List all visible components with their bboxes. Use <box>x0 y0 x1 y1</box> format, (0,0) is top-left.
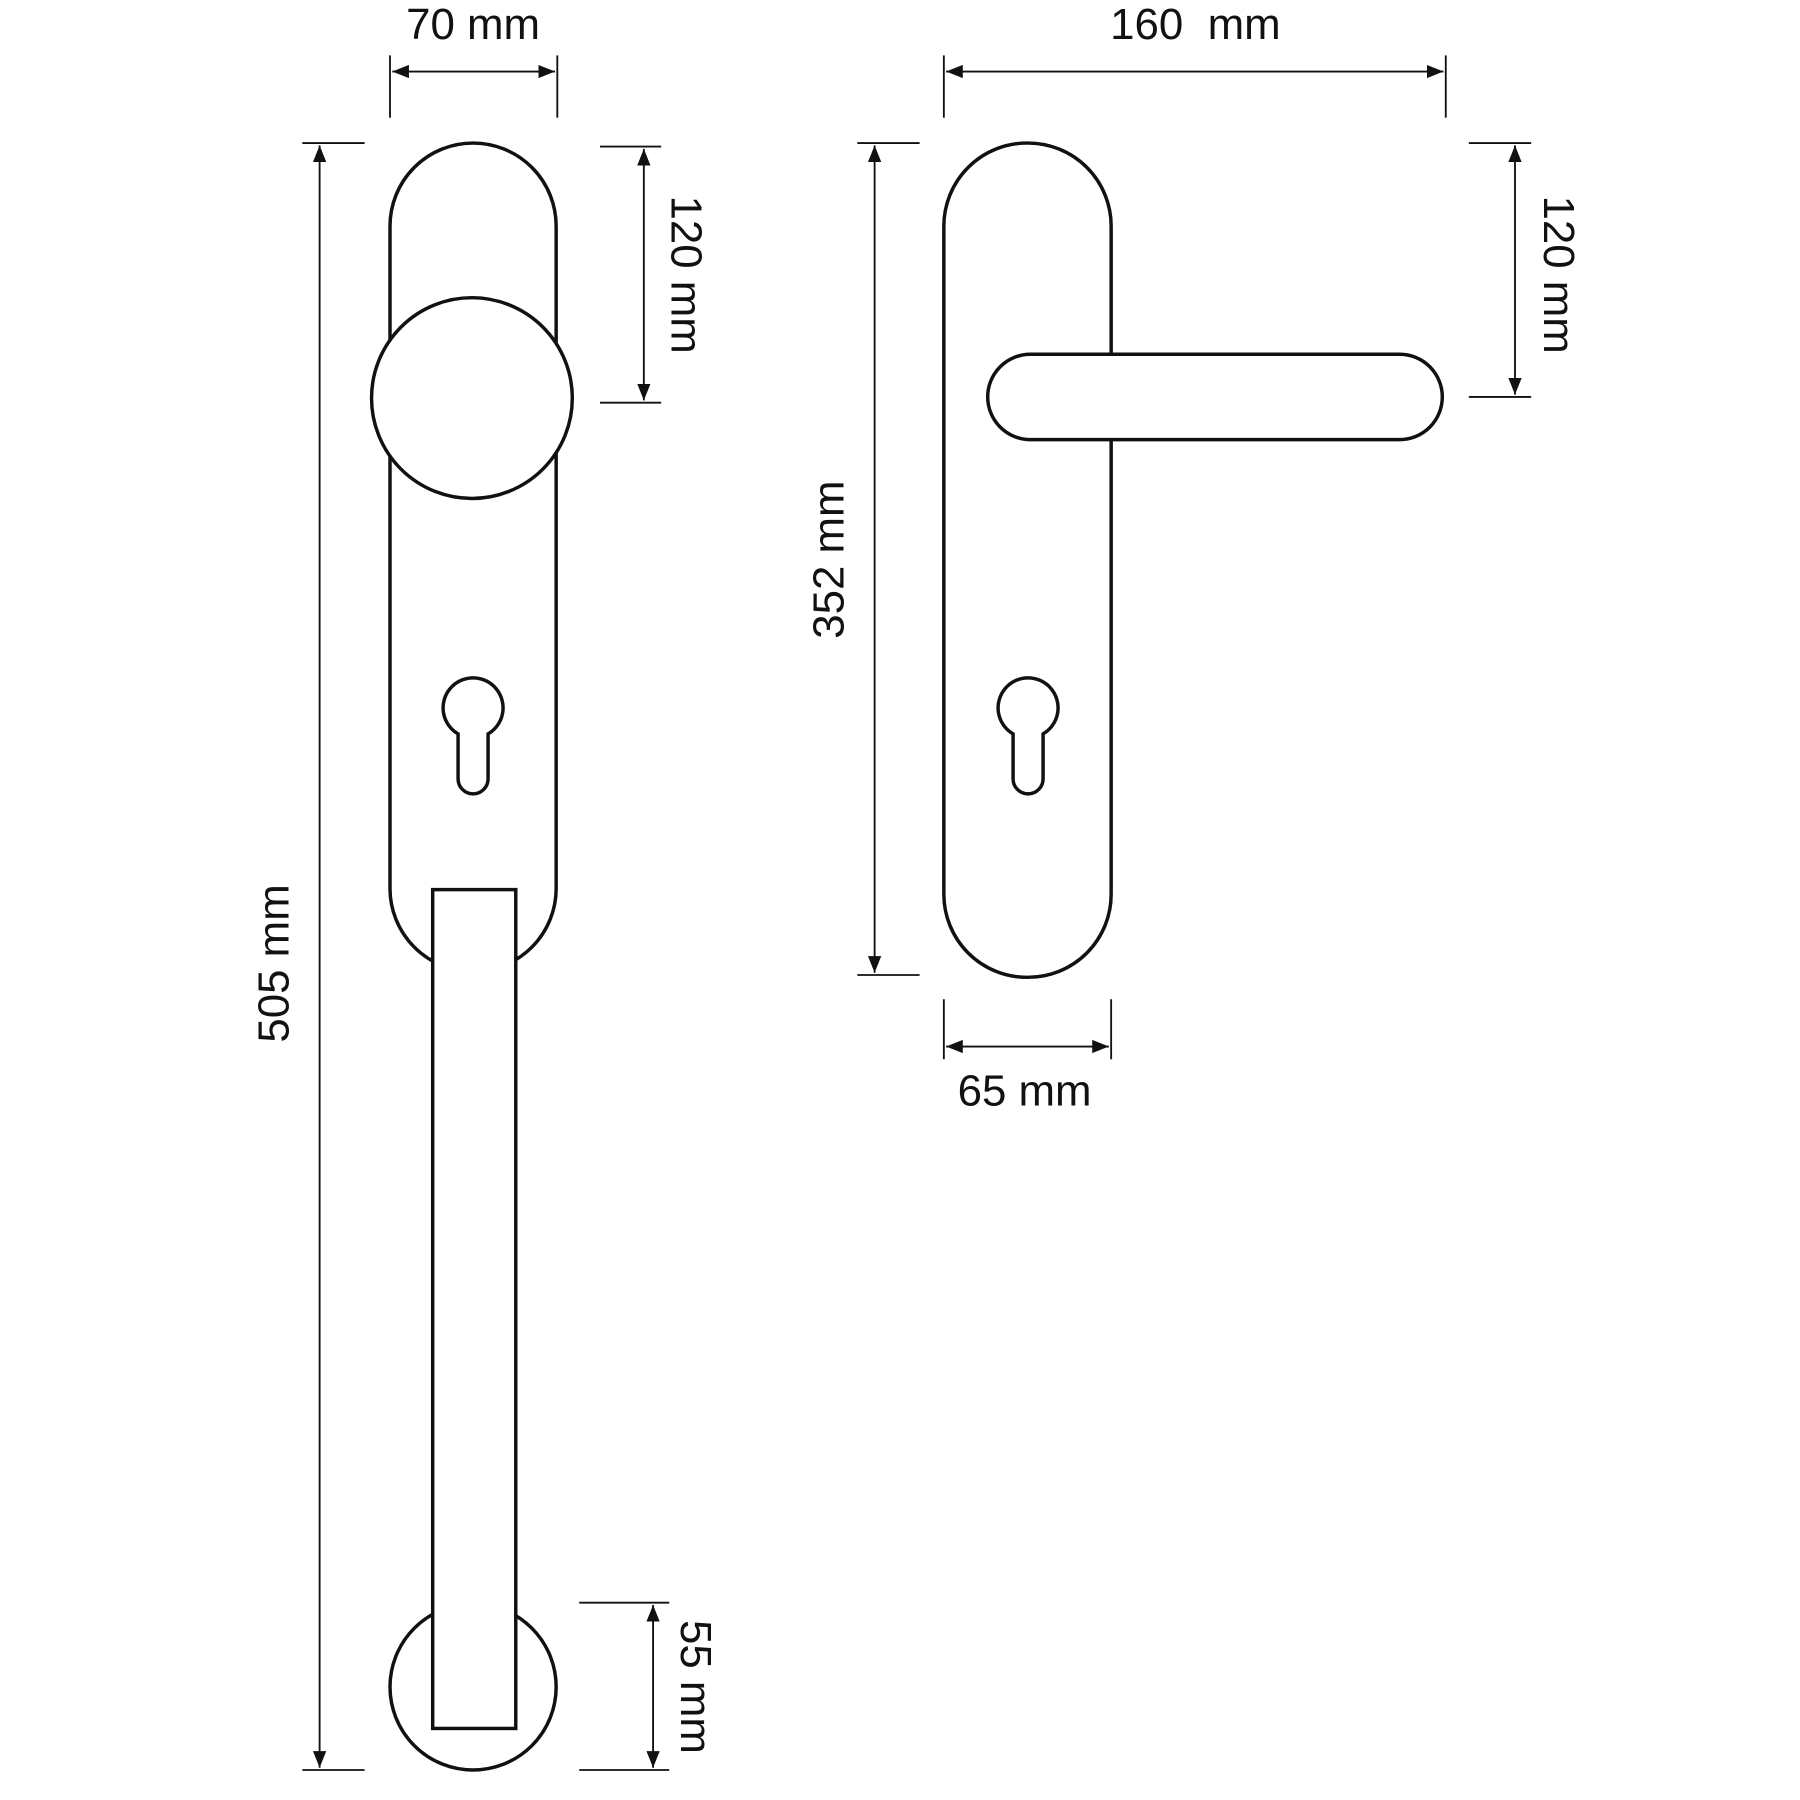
dim-label: 65 mm <box>958 1066 1092 1115</box>
dim-right-lever-offset: 120 mm <box>1468 142 1583 398</box>
knob <box>369 295 575 501</box>
dim-label: 120 mm <box>662 195 711 353</box>
dim-label: 505 mm <box>249 884 298 1042</box>
dim-left-plate-width: 70 mm <box>389 0 559 118</box>
left-handle-set <box>369 141 575 1772</box>
dim-right-lever-length: 160 mm <box>942 0 1447 118</box>
dim-right-plate-height: 352 mm <box>804 142 920 976</box>
keyhole-icon <box>441 676 505 796</box>
right-handle-set <box>942 141 1445 980</box>
lever <box>985 352 1445 442</box>
dim-right-plate-width: 65 mm <box>942 999 1113 1115</box>
dim-label: 55 mm <box>671 1620 720 1754</box>
keyhole-icon <box>996 676 1060 796</box>
left-backplate <box>388 141 558 974</box>
dim-label: 352 mm <box>804 480 853 638</box>
dim-label: 160 mm <box>1110 0 1280 49</box>
right-backplate <box>942 141 1113 980</box>
dim-left-knob-offset: 120 mm <box>600 145 711 404</box>
pull-bar <box>430 887 518 1731</box>
dim-left-total-height: 505 mm <box>249 142 365 1771</box>
dim-label: 120 mm <box>1534 195 1583 353</box>
dim-left-rose: 55 mm <box>579 1601 720 1771</box>
dim-label: 70 mm <box>406 0 540 49</box>
